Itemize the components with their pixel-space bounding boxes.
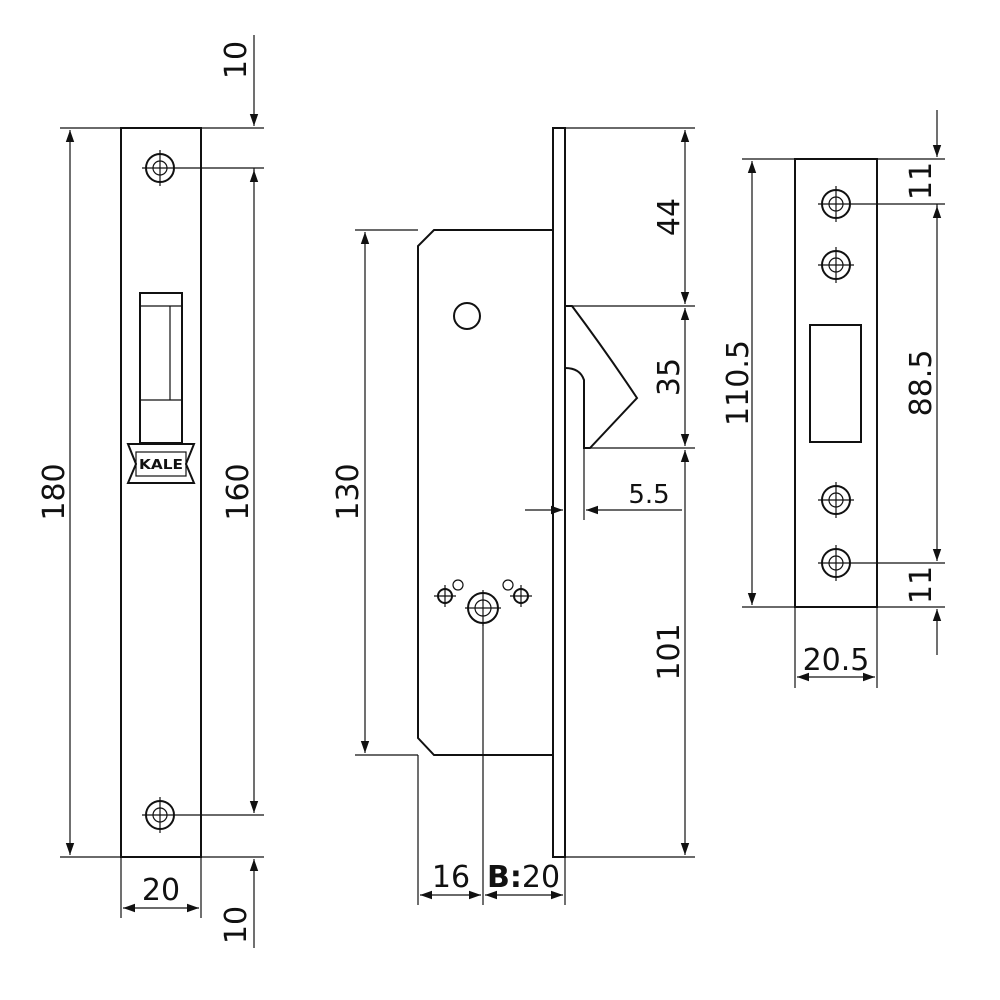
screw-hole-bottom-icon bbox=[142, 797, 178, 833]
strike-height-dimension: 110.5 bbox=[721, 340, 756, 426]
strike-bottom-offset-dimension: 11 bbox=[904, 566, 939, 604]
strike-screw-hole-1-icon bbox=[818, 186, 854, 222]
kale-logo-text: KALE bbox=[139, 458, 183, 473]
backset-dimension: B:20 bbox=[487, 860, 560, 895]
cylinder-screw-left-icon bbox=[434, 579, 464, 607]
follower-hole-icon bbox=[453, 302, 481, 330]
side-view: 130 44 35 101 5.5 16 B:20 bbox=[331, 127, 695, 905]
side-faceplate bbox=[552, 127, 566, 858]
faceplate-outline bbox=[120, 127, 202, 858]
hook-depth-dimension: 5.5 bbox=[628, 480, 669, 510]
backset-left-dimension: 16 bbox=[432, 860, 470, 895]
cylinder-cam-icon bbox=[465, 590, 501, 626]
strike-opening bbox=[809, 324, 862, 443]
strike-hole-spacing-dimension: 88.5 bbox=[904, 350, 939, 417]
front-hole-spacing-dimension: 160 bbox=[221, 463, 256, 520]
cylinder-screw-right-icon bbox=[502, 579, 532, 607]
latch-window bbox=[139, 292, 183, 444]
body-height-dimension: 130 bbox=[331, 463, 366, 520]
strike-plate-outline bbox=[794, 158, 878, 608]
front-width-dimension: 20 bbox=[142, 873, 180, 908]
hook-to-bottom-dimension: 101 bbox=[652, 623, 687, 680]
front-bottom-offset-dimension: 10 bbox=[219, 906, 254, 944]
strike-plate-view: 110.5 88.5 11 11 20.5 bbox=[721, 110, 945, 688]
screw-hole-top-icon bbox=[142, 150, 178, 186]
kale-logo: KALE bbox=[126, 443, 196, 484]
hook-height-dimension: 35 bbox=[652, 358, 687, 396]
front-height-dimension: 180 bbox=[37, 463, 72, 520]
strike-top-offset-dimension: 11 bbox=[904, 162, 939, 200]
front-view: KALE 180 160 10 10 20 bbox=[37, 35, 264, 948]
strike-screw-hole-3-icon bbox=[818, 482, 854, 518]
top-to-hook-dimension: 44 bbox=[652, 198, 687, 236]
strike-width-dimension: 20.5 bbox=[803, 643, 870, 678]
front-top-offset-dimension: 10 bbox=[219, 41, 254, 79]
hook-bolt bbox=[564, 305, 639, 449]
lock-body-outline bbox=[417, 229, 553, 756]
backset-prefix: B: bbox=[487, 860, 522, 895]
strike-screw-hole-2-icon bbox=[818, 247, 854, 283]
backset-value: 20 bbox=[522, 860, 560, 895]
strike-screw-hole-4-icon bbox=[818, 545, 854, 581]
